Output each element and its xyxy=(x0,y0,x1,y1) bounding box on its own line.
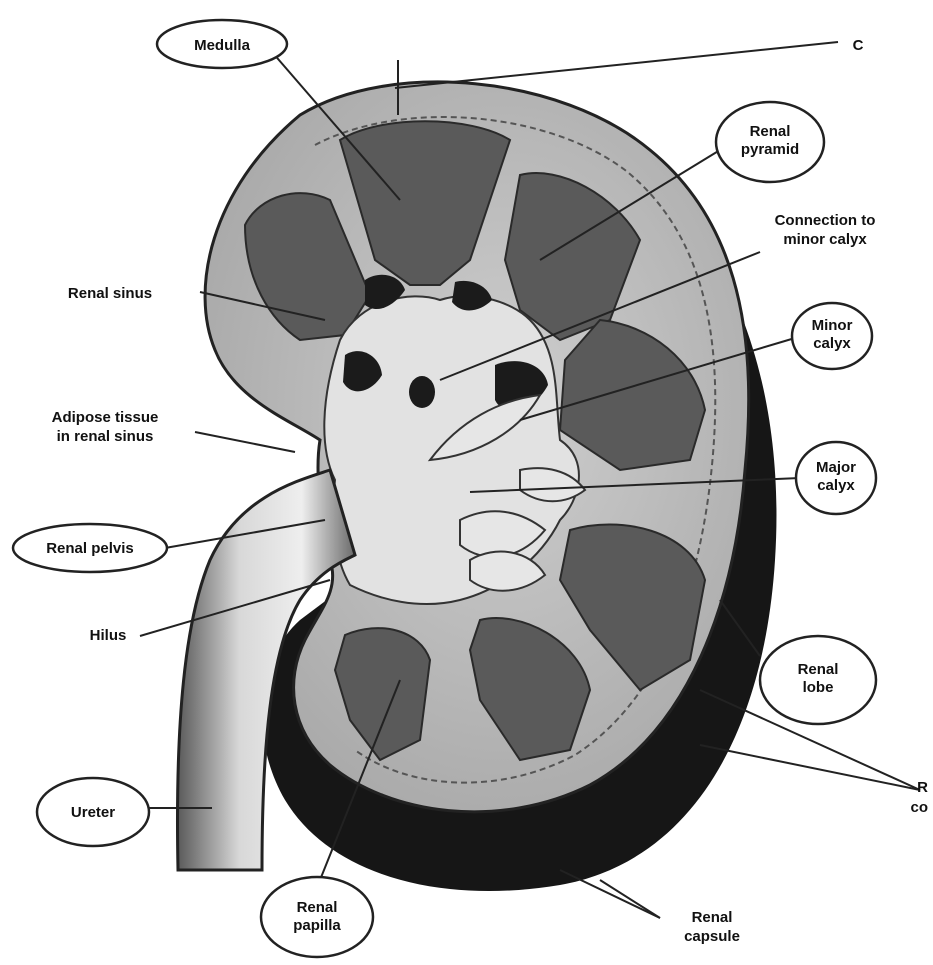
label-renal-column-1: R xyxy=(917,779,928,796)
label-adipose-1: Adipose tissue xyxy=(52,409,159,426)
label-renal-pyramid-1: Renal xyxy=(750,123,791,140)
label-major-calyx-1: Major xyxy=(816,459,856,476)
label-cortex-mark: C xyxy=(853,37,864,54)
label-renal-papilla-2: papilla xyxy=(293,917,341,934)
label-renal-pyramid-2: pyramid xyxy=(741,141,799,158)
label-connection-1: Connection to xyxy=(775,212,876,229)
label-renal-sinus: Renal sinus xyxy=(68,285,152,302)
label-renal-lobe-2: lobe xyxy=(803,679,834,696)
label-hilus: Hilus xyxy=(90,627,127,644)
label-adipose-2: in renal sinus xyxy=(57,428,154,445)
label-medulla: Medulla xyxy=(194,37,250,54)
label-minor-calyx-1: Minor xyxy=(812,317,853,334)
label-renal-pelvis: Renal pelvis xyxy=(46,540,134,557)
label-connection-2: minor calyx xyxy=(783,231,867,248)
label-renal-column-2: co xyxy=(910,799,928,816)
label-ureter: Ureter xyxy=(71,804,115,821)
label-renal-capsule-2: capsule xyxy=(684,928,740,945)
label-renal-lobe-1: Renal xyxy=(798,661,839,678)
label-renal-capsule-1: Renal xyxy=(692,909,733,926)
label-major-calyx-2: calyx xyxy=(817,477,855,494)
label-minor-calyx-2: calyx xyxy=(813,335,851,352)
label-renal-papilla-1: Renal xyxy=(297,899,338,916)
